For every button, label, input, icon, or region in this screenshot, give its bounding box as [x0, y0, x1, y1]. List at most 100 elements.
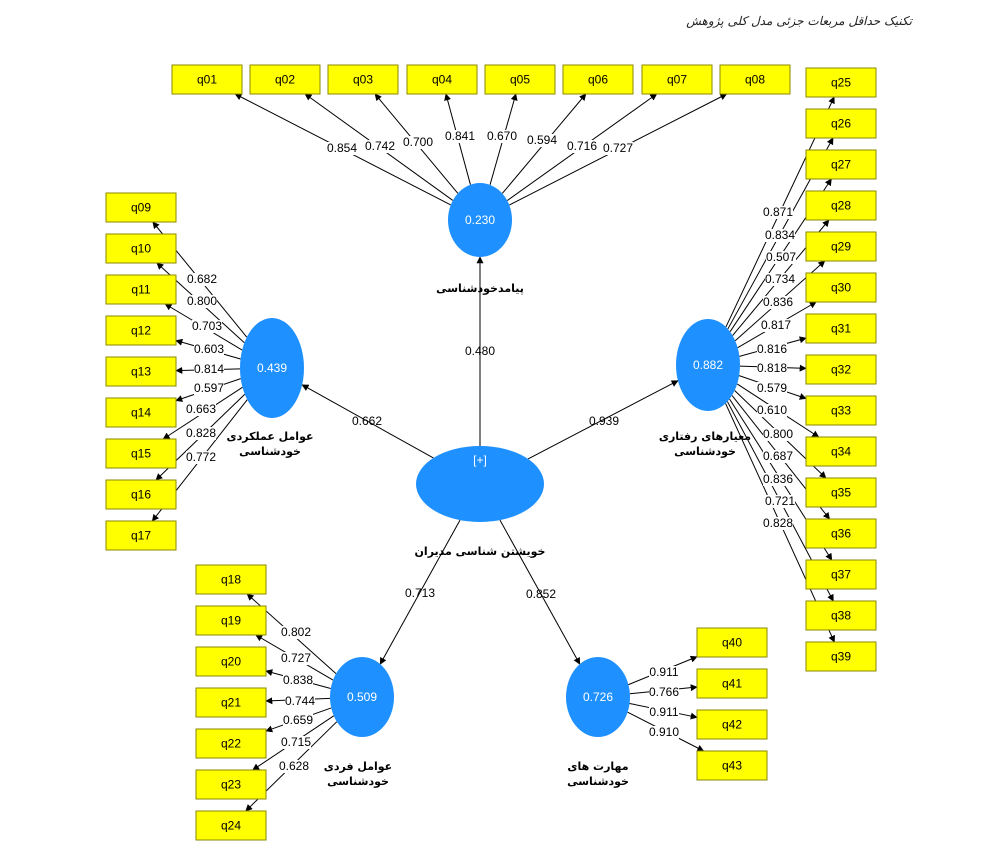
indicator-box-q04: [406, 64, 478, 95]
indicator-box-q15: [105, 438, 177, 469]
loading-label-bg: [285, 695, 315, 708]
indicator-box-q28: [805, 190, 877, 221]
loading-value-q35: 0.800: [763, 427, 793, 441]
indicator-label-q40: q40: [722, 636, 742, 650]
loading-label-bg: [445, 130, 475, 143]
loading-label-bg: [194, 382, 224, 395]
loading-value-q09: 0.682: [187, 272, 217, 286]
loading-label-bg: [194, 363, 224, 376]
loading-label-bg: [757, 343, 787, 356]
loading-label-bg: [567, 140, 597, 153]
loading-label-bg: [281, 736, 311, 749]
indicator-box-q11: [105, 274, 177, 305]
path-coefficient-fardi: 0.713: [405, 586, 435, 600]
indicator-label-q31: q31: [831, 322, 851, 336]
loading-label-bg: [487, 130, 517, 143]
construct-name-fardi: عوامل فردی: [324, 760, 392, 773]
loading-label-bg: [649, 706, 679, 719]
indicator-box-q39: [805, 641, 877, 672]
loading-label-bg: [757, 404, 787, 417]
indicator-label-q11: q11: [131, 283, 150, 297]
loading-label-bg: [649, 726, 679, 739]
loading-value-q28: 0.734: [765, 272, 795, 286]
indicator-box-q27: [805, 149, 877, 180]
indicator-label-q43: q43: [722, 759, 742, 773]
loading-label-bg: [763, 450, 793, 463]
indicator-label-q34: q34: [831, 445, 851, 459]
indicator-box-q29: [805, 231, 877, 262]
loading-value-q23: 0.715: [281, 735, 311, 749]
construct-r2-fardi: 0.509: [347, 690, 377, 704]
loading-label-bg: [763, 517, 793, 530]
loading-label-bg: [186, 427, 216, 440]
indicator-box-q43: [696, 750, 768, 781]
loading-label-bg: [186, 451, 216, 464]
loading-label-bg: [187, 273, 217, 286]
loading-value-q02: 0.742: [365, 139, 395, 153]
indicator-label-q03: q03: [353, 73, 373, 87]
loading-label-bg: [761, 319, 791, 332]
loading-value-q10: 0.800: [187, 294, 217, 308]
loading-value-q33: 0.579: [757, 381, 787, 395]
indicator-box-q09: [105, 192, 177, 223]
construct-name-fardi: خودشناسی: [327, 775, 389, 788]
loading-label-bg: [763, 206, 793, 219]
loading-label-bg: [281, 626, 311, 639]
indicator-box-q17: [105, 520, 177, 551]
indicator-box-q14: [105, 397, 177, 428]
indicator-box-q34: [805, 436, 877, 467]
loading-value-q24: 0.628: [279, 759, 309, 773]
construct-name-payamad: پیامدخودشناسی: [436, 282, 524, 295]
path-coefficient-meyarha: 0.939: [589, 414, 619, 428]
loading-label-bg: [765, 495, 795, 508]
indicator-box-q03: [327, 64, 399, 95]
indicator-box-q19: [195, 605, 267, 636]
loading-label-bg: [765, 229, 795, 242]
construct-node-amalkardi: [240, 318, 304, 418]
loading-label-bg: [765, 273, 795, 286]
indicator-label-q32: q32: [831, 363, 851, 377]
loading-value-q13: 0.814: [194, 362, 224, 376]
central-construct-node: [416, 446, 544, 522]
indicator-label-q14: q14: [131, 406, 151, 420]
construct-name-maharat: خودشناسی: [567, 775, 629, 788]
indicator-box-q08: [719, 64, 791, 95]
loading-value-q19: 0.727: [281, 651, 311, 665]
loading-value-q26: 0.834: [765, 228, 795, 242]
construct-name-amalkardi: عوامل عملکردی: [227, 430, 314, 443]
loading-value-q30: 0.817: [761, 318, 791, 332]
indicator-label-q07: q07: [667, 73, 687, 87]
construct-name-meyarha: خودشناسی: [674, 445, 736, 458]
indicator-label-q37: q37: [831, 568, 851, 582]
indicator-label-q36: q36: [831, 527, 851, 541]
indicator-label-q33: q33: [831, 404, 851, 418]
loading-value-q22: 0.659: [283, 713, 313, 727]
loading-label-bg: [763, 473, 793, 486]
indicator-label-q09: q09: [131, 201, 151, 215]
loading-value-q01: 0.854: [327, 141, 357, 155]
loading-label-bg: [281, 652, 311, 665]
loading-value-q03: 0.700: [403, 135, 433, 149]
construct-node-payamad: [448, 183, 512, 257]
indicator-label-q28: q28: [831, 199, 851, 213]
indicator-label-q10: q10: [131, 242, 151, 256]
loading-value-q14: 0.597: [194, 381, 224, 395]
construct-r2-payamad: 0.230: [465, 213, 495, 227]
loading-label-bg: [763, 296, 793, 309]
loading-value-q20: 0.838: [283, 673, 313, 687]
loading-label-bg: [603, 142, 633, 155]
loading-label-bg: [527, 134, 557, 147]
indicator-box-q37: [805, 559, 877, 590]
loading-value-q25: 0.871: [763, 205, 793, 219]
indicator-label-q20: q20: [221, 655, 241, 669]
indicator-box-q13: [105, 356, 177, 387]
construct-r2-meyarha: 0.882: [693, 358, 723, 372]
indicator-box-q38: [805, 600, 877, 631]
indicator-label-q41: q41: [722, 677, 742, 691]
indicator-label-q06: q06: [588, 73, 608, 87]
loading-label-bg: [403, 136, 433, 149]
indicator-box-q10: [105, 233, 177, 264]
loading-label-bg: [194, 343, 224, 356]
construct-r2-amalkardi: 0.439: [257, 361, 287, 375]
